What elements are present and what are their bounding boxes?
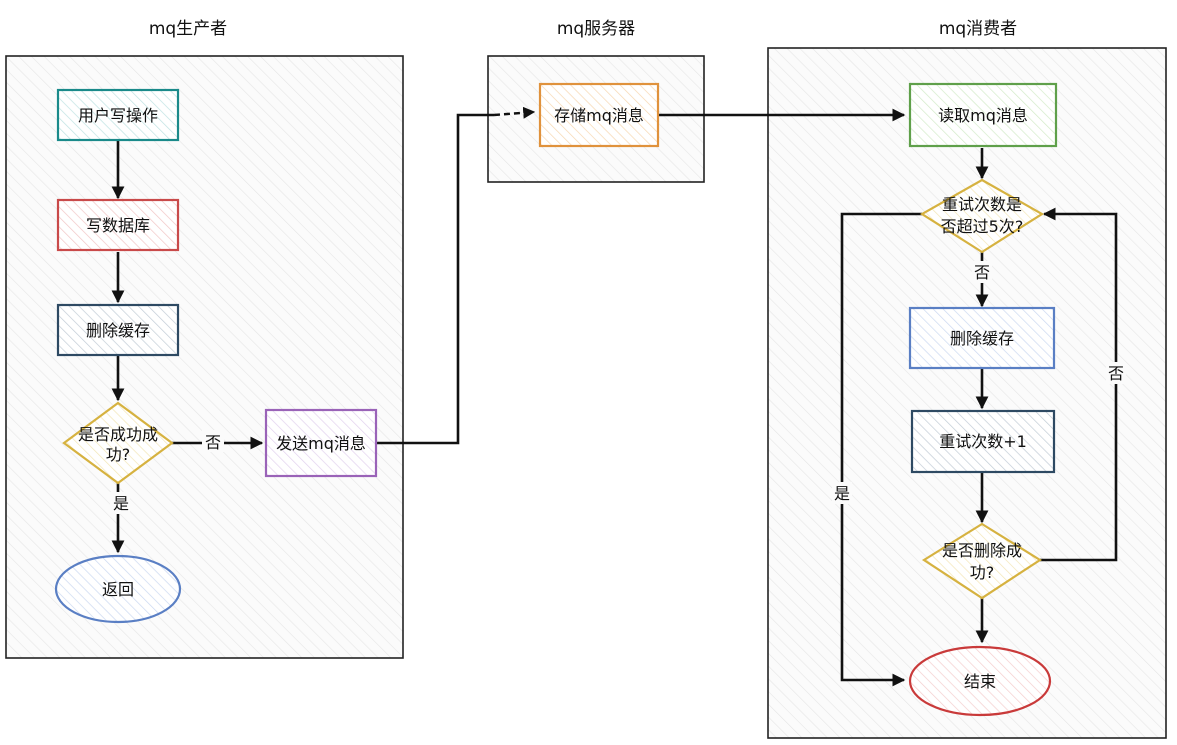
node-delete-cache: 删除缓存	[56, 303, 180, 357]
producer-lane	[5, 55, 404, 659]
node-consumer-delete-cache: 删除缓存	[908, 306, 1056, 370]
node-store-mq: 存储mq消息	[538, 82, 660, 148]
consumer-lane	[767, 47, 1167, 739]
node-delete-success-label-line2: 功?	[970, 563, 995, 582]
node-user-write-label: 用户写操作	[78, 106, 158, 125]
node-is-success-label-line2: 功?	[106, 445, 131, 464]
consumer-lane-title: mq消费者	[939, 19, 1017, 39]
node-retry-check-label-line2: 否超过5次?	[941, 217, 1024, 236]
edge-label-producer-no: 否	[205, 433, 221, 452]
node-retry-check-label-line1: 重试次数是	[942, 195, 1022, 214]
node-store-mq-label: 存储mq消息	[554, 106, 644, 125]
node-return: 返回	[54, 554, 182, 624]
node-consumer-delete-cache-label: 删除缓存	[950, 329, 1014, 348]
edge-label-producer-yes: 是	[113, 494, 129, 513]
node-delete-success-label-line1: 是否删除成	[942, 541, 1022, 560]
node-retry-check-decision: 重试次数是 否超过5次?	[919, 178, 1045, 254]
edge-label-retry-no: 否	[974, 263, 990, 282]
node-retry-plus-label: 重试次数+1	[939, 432, 1027, 451]
node-read-mq-label: 读取mq消息	[938, 106, 1028, 125]
server-lane-title: mq服务器	[557, 19, 635, 39]
node-send-mq-label: 发送mq消息	[276, 434, 366, 453]
node-retry-plus: 重试次数+1	[910, 409, 1056, 474]
edge-retry-check-yes-to-end	[840, 212, 922, 687]
node-write-db: 写数据库	[56, 198, 180, 252]
node-delete-cache-label: 删除缓存	[86, 321, 150, 340]
edge-delete-success-no-loop	[1040, 207, 1118, 562]
node-is-success-label-line1: 是否成功成	[78, 425, 158, 444]
node-read-mq: 读取mq消息	[908, 82, 1058, 148]
node-delete-success-decision: 是否删除成 功?	[921, 522, 1043, 600]
node-send-mq: 发送mq消息	[264, 408, 378, 478]
edge-send-mq-to-store-dashed	[493, 106, 536, 119]
edge-label-consumer-yes: 是	[834, 484, 850, 503]
node-return-label: 返回	[102, 580, 134, 599]
node-end: 结束	[908, 645, 1052, 717]
node-user-write: 用户写操作	[56, 88, 180, 142]
producer-lane-title: mq生产者	[149, 19, 227, 39]
node-write-db-label: 写数据库	[86, 216, 150, 235]
node-is-success-decision: 是否成功成 功?	[62, 401, 174, 485]
node-end-label: 结束	[964, 672, 996, 691]
edge-send-mq-to-store	[376, 113, 494, 445]
edge-label-loop-no: 否	[1108, 364, 1124, 383]
